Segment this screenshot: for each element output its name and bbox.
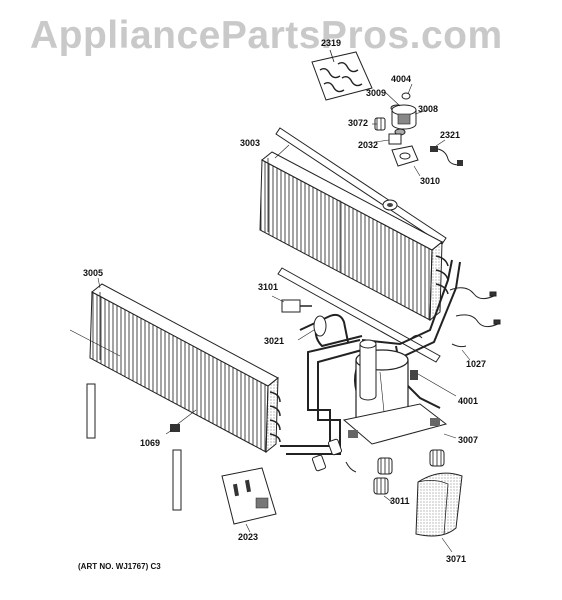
part-1069-clip [165,424,180,435]
callout-3005: 3005 [83,268,104,278]
hardware-bag-2023 [221,467,277,533]
callout-3011: 3011 [390,496,410,506]
part-3101-3021-valve [271,295,327,341]
wire-harness-2319 [311,49,373,101]
callout-2321: 2321 [440,130,461,140]
callout-1069: 1069 [140,438,161,448]
part-2321-connector [430,139,463,166]
callout-3007: 3007 [458,435,479,445]
callout-4004: 4004 [391,74,412,84]
callout-3008: 3008 [418,104,439,114]
watermark-logo: AppliancePartsPros.com [30,14,503,57]
part-1027-wiring [449,287,501,361]
loose-fittings [311,438,357,473]
callout-3071: 3071 [446,554,467,564]
callout-2023: 2023 [238,532,259,542]
art-number: (ART NO. WJ1767) C3 [78,562,161,571]
callout-3010: 3010 [420,176,441,186]
capacitor-assembly [384,83,429,136]
part-3072-spring [372,117,386,131]
callout-2032: 2032 [358,140,379,150]
callout-3072: 3072 [348,118,369,128]
callout-3101: 3101 [258,282,279,292]
compressor-3007 [342,334,457,445]
callout-2319: 2319 [321,38,342,48]
compressor-mounts-3011 [373,449,445,503]
callout-3009: 3009 [366,88,387,98]
side-brackets [86,383,182,511]
callout-3021: 3021 [264,336,285,346]
callout-4001: 4001 [458,396,479,406]
callout-1027: 1027 [466,359,487,369]
callout-3003: 3003 [240,138,261,148]
compressor-blanket-3071 [415,472,463,553]
condenser-coil-3005 [69,277,281,454]
part-2032-3010 [374,133,421,177]
evaporator-coil-3003 [259,127,449,363]
